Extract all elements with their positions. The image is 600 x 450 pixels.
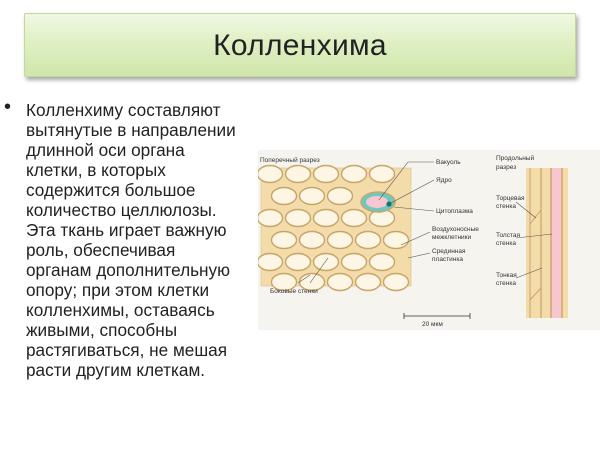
cell bbox=[270, 272, 298, 292]
cell bbox=[340, 164, 368, 184]
collenchyma-diagram: Поперечный разрез Продольный разрез Ваку… bbox=[258, 150, 600, 330]
cross-section-tissue bbox=[258, 164, 412, 292]
label-side-walls: Боковые стенки bbox=[270, 288, 318, 295]
cell bbox=[258, 208, 284, 228]
cell bbox=[326, 230, 354, 250]
label-longitudinal-1: Продольный bbox=[496, 154, 534, 162]
cell bbox=[298, 186, 326, 206]
cell bbox=[354, 272, 382, 292]
bullet-line: длинной оси органа bbox=[26, 140, 185, 160]
bullet-line: содержится большое bbox=[26, 180, 196, 200]
label-end-wall-1: Торцевая bbox=[496, 195, 525, 202]
bullet-line: вытянутые в направлении bbox=[26, 120, 236, 140]
cell bbox=[270, 186, 298, 206]
cell bbox=[368, 252, 396, 272]
cell bbox=[284, 252, 312, 272]
label-air-spaces-1: Воздухоносные bbox=[432, 226, 479, 233]
bullet-line: органам дополнительную bbox=[26, 260, 231, 280]
label-end-wall-2: стенка bbox=[496, 203, 516, 210]
label-middle-lamella-1: Срединная bbox=[432, 248, 466, 255]
scale-bar bbox=[403, 313, 471, 319]
bullet-line: живыми, способны bbox=[26, 320, 178, 340]
cell bbox=[312, 252, 340, 272]
cell bbox=[382, 230, 410, 250]
cell bbox=[382, 272, 410, 292]
cell bbox=[298, 230, 326, 250]
bullet-line: Эта ткань играет важную bbox=[26, 220, 227, 240]
longitudinal-section bbox=[526, 168, 568, 318]
label-thick-wall-1: Толстая bbox=[496, 232, 520, 239]
slide-title: Колленхима bbox=[213, 29, 387, 62]
label-longitudinal-2: разрез bbox=[496, 164, 516, 171]
cell bbox=[340, 252, 368, 272]
label-thin-wall-1: Тонкая bbox=[496, 272, 517, 279]
bullet-line: клетки, в которых bbox=[26, 160, 166, 180]
label-thin-wall-2: стенка bbox=[496, 280, 516, 287]
bullet-line: опору; при этом клетки bbox=[26, 280, 210, 300]
bullet-line: расти другим клеткам. bbox=[26, 360, 206, 380]
cell bbox=[258, 252, 284, 272]
bullet-line: роль, обеспечивая bbox=[26, 240, 176, 260]
cell bbox=[368, 164, 396, 184]
highlighted-cell bbox=[360, 191, 396, 213]
bullet-line: колленхимы, оставаясь bbox=[26, 300, 215, 320]
label-scale: 20 мкм bbox=[422, 321, 443, 328]
cell bbox=[312, 208, 340, 228]
leader-lines bbox=[297, 161, 435, 284]
cell bbox=[354, 230, 382, 250]
label-air-spaces-2: межклетники bbox=[432, 234, 472, 241]
bullet-icon: • bbox=[4, 96, 12, 118]
cell bbox=[326, 186, 354, 206]
label-cross-section: Поперечный разрез bbox=[260, 156, 320, 164]
cell bbox=[284, 164, 312, 184]
cell bbox=[340, 208, 368, 228]
bullet-line: количество целлюлозы. bbox=[26, 200, 217, 220]
cell bbox=[326, 272, 354, 292]
label-nucleus: Ядро bbox=[436, 177, 452, 184]
cell bbox=[270, 230, 298, 250]
title-box: Колленхима bbox=[24, 13, 576, 77]
label-cytoplasm: Цитоплазма bbox=[436, 208, 473, 215]
bullet-line: Колленхиму составляют bbox=[26, 100, 221, 120]
cell bbox=[312, 164, 340, 184]
label-thick-wall-2: стенка bbox=[496, 240, 516, 247]
cell bbox=[258, 164, 284, 184]
bullet-text: Колленхиму составляют вытянутые в направ… bbox=[26, 100, 276, 380]
label-vacuole: Вакуоль bbox=[436, 159, 461, 166]
leader-lines-long bbox=[515, 201, 553, 279]
bullet-line: растягиваться, не мешая bbox=[26, 340, 228, 360]
label-middle-lamella-2: пластинка bbox=[432, 256, 463, 263]
cell bbox=[284, 208, 312, 228]
